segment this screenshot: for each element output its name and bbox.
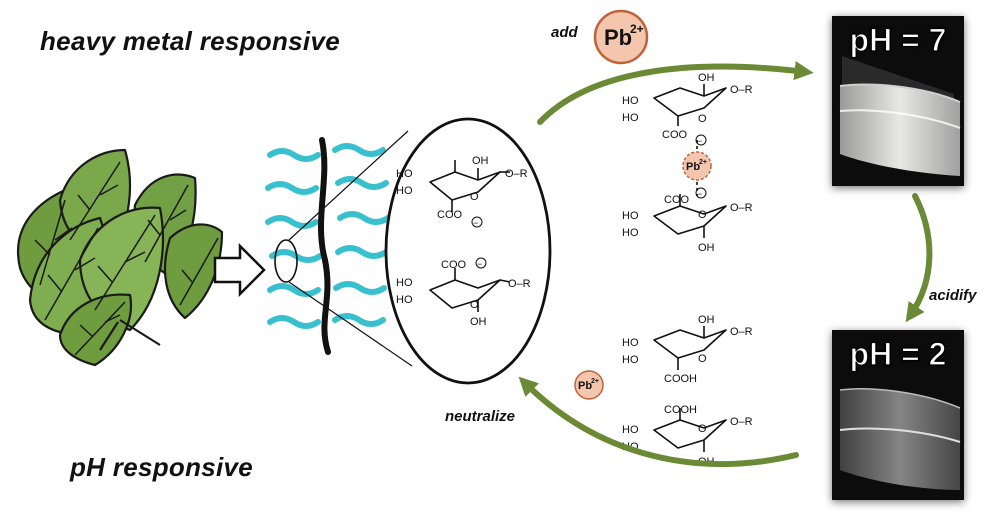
- svg-text:HO: HO: [396, 185, 413, 197]
- svg-text:HO: HO: [622, 354, 639, 366]
- svg-text:O: O: [698, 113, 707, 125]
- svg-text:2+: 2+: [699, 159, 707, 166]
- svg-text:OH: OH: [698, 242, 715, 254]
- svg-text:HO: HO: [622, 424, 639, 436]
- svg-text:O–R: O–R: [730, 416, 753, 428]
- svg-text:HO: HO: [622, 227, 639, 239]
- svg-text:COO: COO: [441, 259, 467, 271]
- svg-text:O: O: [698, 353, 707, 365]
- acidify-label: acidify: [929, 287, 977, 304]
- svg-text:2+: 2+: [630, 22, 644, 36]
- uronate-ring: [653, 87, 727, 117]
- hollow-right-arrow-icon: [213, 242, 266, 298]
- svg-text:OH: OH: [472, 155, 489, 167]
- svg-text:HO: HO: [622, 210, 639, 222]
- uronate-ring: [653, 205, 727, 235]
- svg-text:HO: HO: [622, 112, 639, 124]
- svg-text:HO: HO: [622, 95, 639, 107]
- svg-text:Pb: Pb: [604, 25, 632, 50]
- svg-text:COOH: COOH: [664, 404, 697, 416]
- pb-ion-bridge: Pb 2+: [682, 151, 712, 181]
- neutralize-label: neutralize: [445, 408, 516, 425]
- zoom-ellipse: [384, 117, 552, 385]
- acidify-arrow: [905, 193, 933, 323]
- svg-text:HO: HO: [396, 294, 413, 306]
- svg-text:HO: HO: [396, 277, 413, 289]
- cycle-arrows: [518, 61, 933, 467]
- photo-ph7: pH = 7: [832, 16, 964, 186]
- svg-text:OH: OH: [470, 316, 487, 328]
- svg-text:O–R: O–R: [730, 326, 753, 338]
- svg-text:−: −: [697, 189, 702, 199]
- uronate-ring: [653, 419, 727, 449]
- pb-ion-free: Pb 2+: [574, 370, 604, 400]
- svg-text:OH: OH: [698, 314, 715, 326]
- svg-text:COO: COO: [662, 129, 688, 141]
- svg-text:O: O: [698, 209, 707, 221]
- photo-ph2-label: pH = 2: [849, 335, 947, 372]
- neutralize-arrow: [518, 376, 799, 467]
- svg-text:2+: 2+: [591, 378, 599, 385]
- svg-text:O–R: O–R: [730, 202, 753, 214]
- leaves-illustration: [17, 148, 224, 367]
- svg-text:O: O: [470, 299, 479, 311]
- svg-text:Pb: Pb: [578, 380, 592, 392]
- photo-ph7-label: pH = 7: [849, 21, 947, 58]
- pb-ion-large: Pb 2+: [593, 9, 649, 65]
- test-tube-cloudy: [839, 56, 961, 176]
- heavy-metal-title: heavy metal responsive: [40, 26, 340, 56]
- add-label: add: [551, 24, 578, 41]
- svg-text:O–R: O–R: [730, 84, 753, 96]
- svg-text:−: −: [473, 218, 478, 228]
- svg-text:O: O: [470, 191, 479, 203]
- svg-text:Pb: Pb: [686, 161, 700, 173]
- svg-text:COO: COO: [437, 209, 463, 221]
- polysaccharide-fiber: [265, 130, 413, 367]
- svg-text:O–R: O–R: [508, 278, 531, 290]
- add-arrow: [537, 61, 814, 125]
- svg-text:COO: COO: [664, 194, 690, 206]
- photo-ph2: pH = 2: [832, 330, 964, 500]
- uronate-ring: [653, 329, 727, 359]
- svg-text:OH: OH: [698, 72, 715, 84]
- svg-text:O–R: O–R: [505, 168, 528, 180]
- svg-text:−: −: [477, 259, 482, 269]
- test-tube-clear: [839, 388, 961, 490]
- svg-text:−: −: [697, 136, 702, 146]
- svg-text:HO: HO: [622, 337, 639, 349]
- svg-text:COOH: COOH: [664, 373, 697, 385]
- ph-responsive-title: pH responsive: [70, 452, 254, 482]
- svg-text:HO: HO: [396, 168, 413, 180]
- svg-text:O: O: [698, 423, 707, 435]
